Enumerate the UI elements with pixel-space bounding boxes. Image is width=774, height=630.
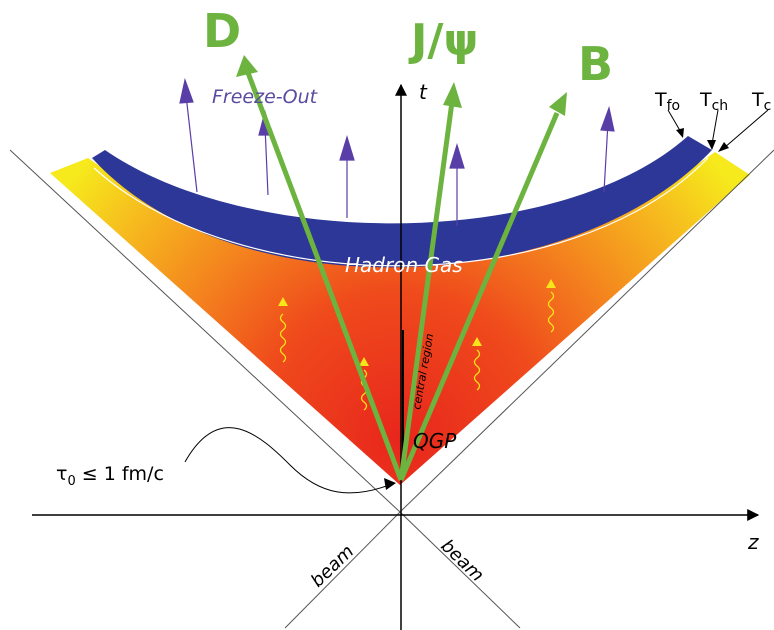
hadron-gas-band <box>92 136 712 268</box>
tau-pointer-curve <box>184 427 393 494</box>
light-cone-right <box>399 149 774 513</box>
b-arrow <box>398 112 560 481</box>
light-cone-right-lower <box>399 511 521 629</box>
tc-label: Tc <box>751 89 771 114</box>
freeze-out-label: Freeze-Out <box>212 86 319 108</box>
beam-right-label: beam <box>437 535 488 586</box>
tau-pointer-head <box>384 478 396 490</box>
hadron-gas-label: Hadron Gas <box>345 253 463 277</box>
beam-left-label: beam <box>307 541 358 592</box>
d-label: D <box>203 4 241 58</box>
light-cone-left <box>9 149 401 513</box>
tau-label: τ0 ≤ 1 fm/c <box>56 463 164 489</box>
tc-leader <box>723 109 769 149</box>
particle-arrows <box>236 55 567 481</box>
z-axis-label: z <box>747 530 759 554</box>
jpsi-label: J/ψ <box>408 15 478 66</box>
tch-leader <box>711 109 719 145</box>
jpsi-arrow <box>398 101 455 481</box>
b-label: B <box>578 37 613 91</box>
light-cone-left-lower <box>284 511 401 629</box>
t-axis-label: t <box>419 80 428 104</box>
d-arrow <box>244 69 404 481</box>
tch-label: Tch <box>699 89 728 114</box>
chemical-freezeout-line <box>93 157 709 267</box>
qgp-label: QGP <box>413 429 457 453</box>
photon-arrowheads <box>278 279 556 366</box>
tfo-label: Tfo <box>654 89 680 114</box>
